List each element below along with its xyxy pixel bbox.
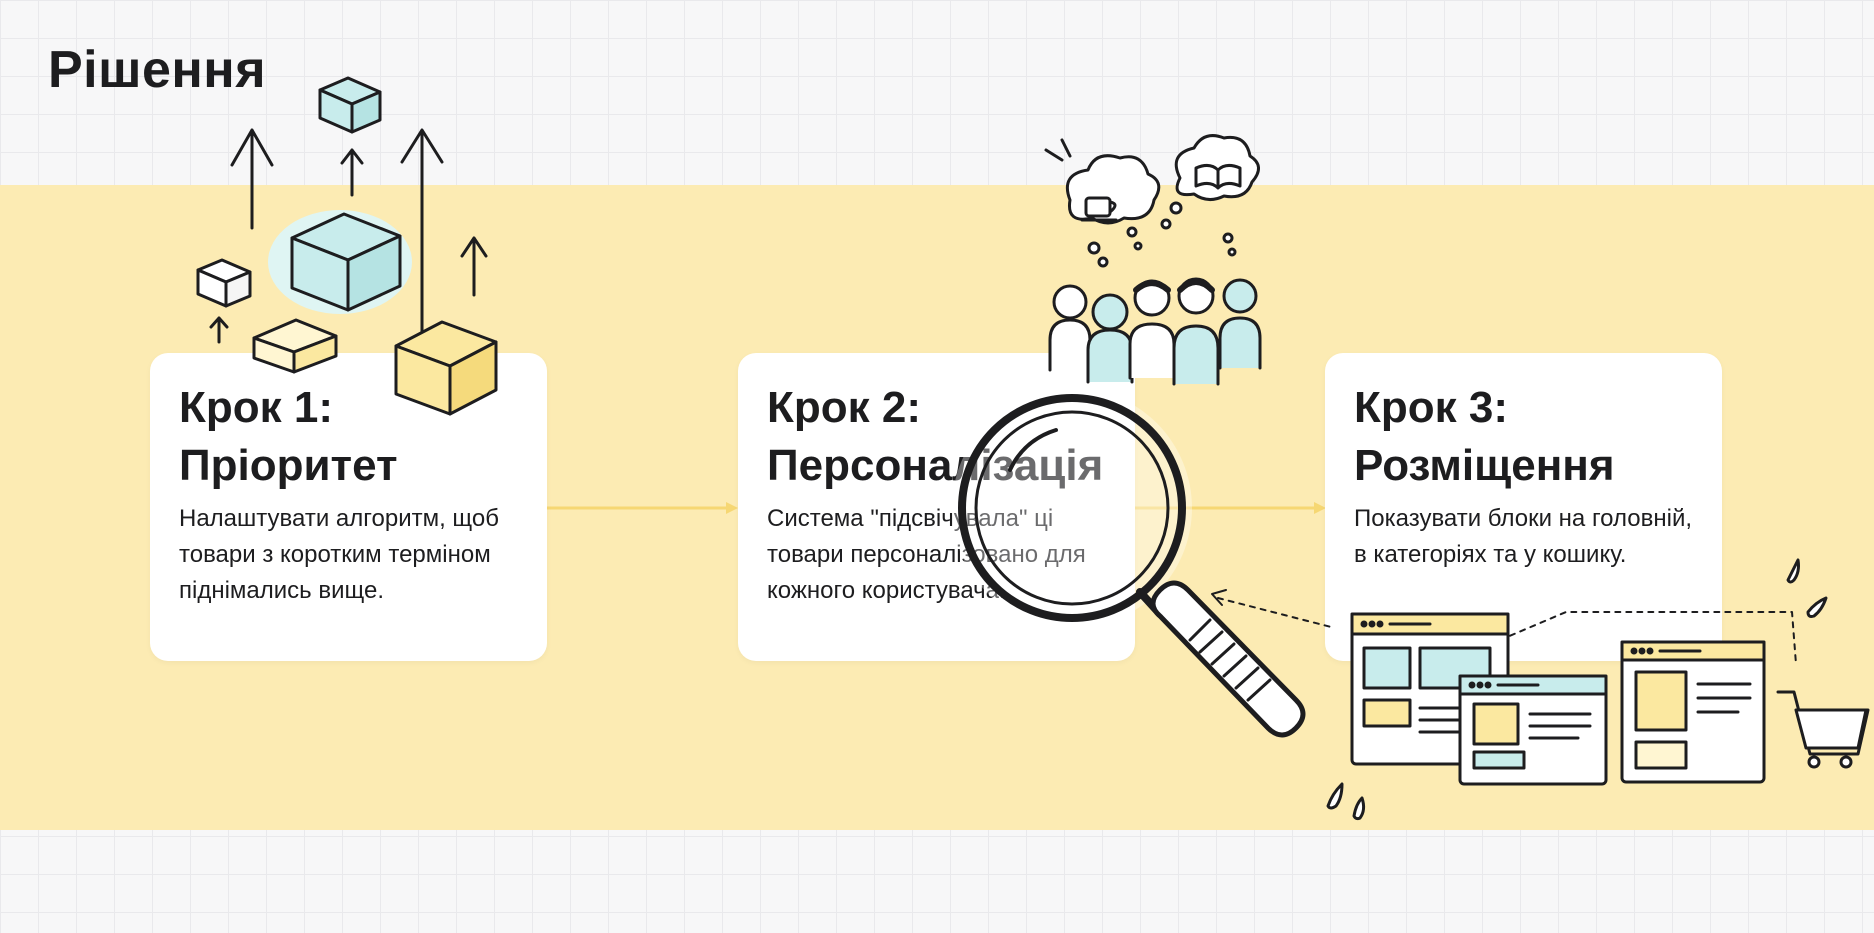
step-card-2: Крок 2: Персоналізація Система "підсвічу… [738,353,1135,661]
connector-arrowhead-1 [726,502,738,514]
step-2-description: Система "підсвічувала" ці товари персона… [767,505,1086,604]
page-title: Рішення [48,41,267,99]
step-2-heading: Крок 2: Персоналізація [767,383,1104,490]
connector-arrowhead-2 [1314,502,1326,514]
step-1-description: Налаштувати алгоритм, щоб товари з корот… [179,505,499,604]
web-blocks-cart-icon [1326,558,1870,821]
step-3-heading: Крок 3: Розміщення [1354,383,1615,490]
step-card-3: Крок 3: Розміщення Показувати блоки на г… [1325,353,1722,661]
rising-boxes-icon [196,76,498,416]
magnifier-people-icon [952,134,1336,738]
step-card-1: Крок 1: Пріоритет Налаштувати алгоритм, … [150,353,547,661]
step-3-description: Показувати блоки на головній, в категорі… [1354,505,1693,568]
step-1-heading: Крок 1: Пріоритет [179,383,398,490]
